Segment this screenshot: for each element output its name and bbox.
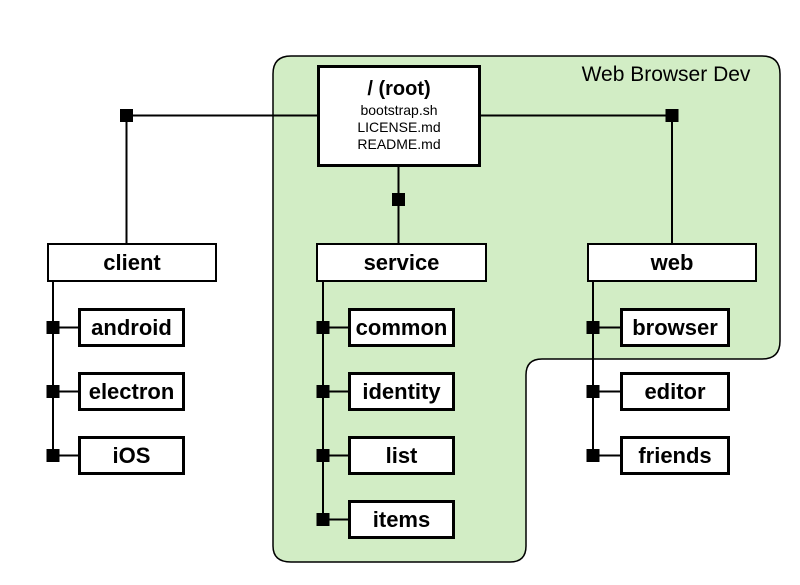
- junction-client-ios: [46, 449, 60, 462]
- node-web[interactable]: web: [587, 243, 757, 282]
- node-root-title: / (root): [367, 78, 431, 100]
- junction-client-android: [46, 321, 60, 334]
- node-common[interactable]: common: [348, 308, 455, 347]
- node-electron[interactable]: electron: [78, 372, 185, 411]
- junction-service-list: [316, 449, 330, 462]
- junction-web-browser: [586, 321, 600, 334]
- node-root[interactable]: / (root) bootstrap.sh LICENSE.md README.…: [317, 65, 481, 167]
- junction-service-identity: [316, 385, 330, 398]
- node-root-file-license: LICENSE.md: [357, 119, 441, 135]
- node-root-file-readme: README.md: [357, 136, 441, 152]
- junction-service-common: [316, 321, 330, 334]
- node-android[interactable]: android: [78, 308, 185, 347]
- junction-root-web: [665, 109, 679, 122]
- junction-client-electron: [46, 385, 60, 398]
- region-label: Web Browser Dev: [581, 63, 751, 86]
- junction-web-editor: [586, 385, 600, 398]
- junction-root-client: [120, 109, 133, 122]
- node-browser[interactable]: browser: [620, 308, 730, 347]
- node-root-file-bootstrap: bootstrap.sh: [360, 102, 438, 118]
- node-ios[interactable]: iOS: [78, 436, 185, 475]
- junction-root-service: [392, 193, 405, 206]
- node-service[interactable]: service: [316, 243, 487, 282]
- junction-service-items: [316, 513, 330, 526]
- junction-web-friends: [586, 449, 600, 462]
- node-editor[interactable]: editor: [620, 372, 730, 411]
- node-items[interactable]: items: [348, 500, 455, 539]
- group-region-web-browser-dev[interactable]: [272, 55, 781, 563]
- node-friends[interactable]: friends: [620, 436, 730, 475]
- node-identity[interactable]: identity: [348, 372, 455, 411]
- node-list[interactable]: list: [348, 436, 455, 475]
- node-client[interactable]: client: [47, 243, 217, 282]
